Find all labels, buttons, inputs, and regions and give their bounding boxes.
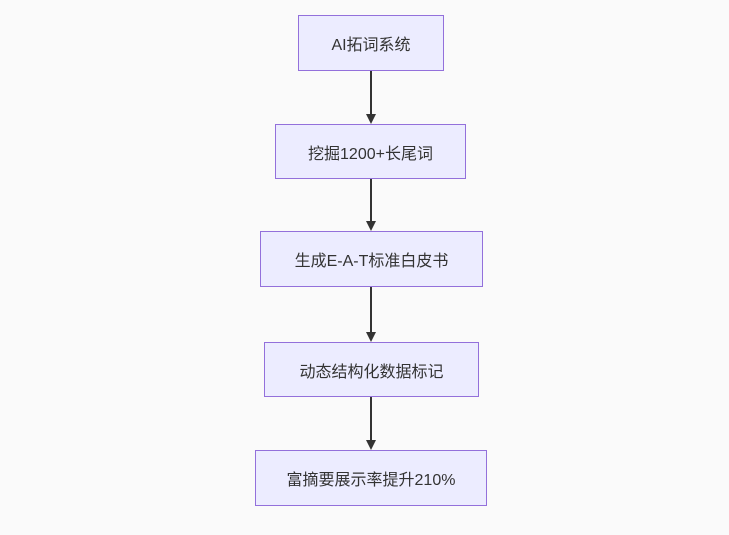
node-label: 生成E-A-T标准白皮书 (294, 253, 449, 270)
arrow-a-to-b (366, 71, 376, 124)
node-label: 挖掘1200+长尾词 (308, 145, 433, 163)
arrow-c-to-d (366, 287, 376, 342)
flow-node-eat-whitepaper: 生成E-A-T标准白皮书 (260, 231, 483, 287)
flow-node-rich-snippet-result: 富摘要展示率提升210% (255, 450, 487, 506)
flow-node-ai-expansion: AI拓词系统 (298, 15, 444, 71)
flow-node-longtail-mining: 挖掘1200+长尾词 (275, 124, 466, 179)
node-label: 富摘要展示率提升210% (286, 472, 456, 489)
node-label: AI拓词系统 (331, 37, 411, 54)
arrow-d-to-e (366, 397, 376, 450)
node-label: 动态结构化数据标记 (299, 363, 444, 381)
arrow-b-to-c (366, 179, 376, 231)
flow-node-structured-data: 动态结构化数据标记 (264, 342, 479, 397)
